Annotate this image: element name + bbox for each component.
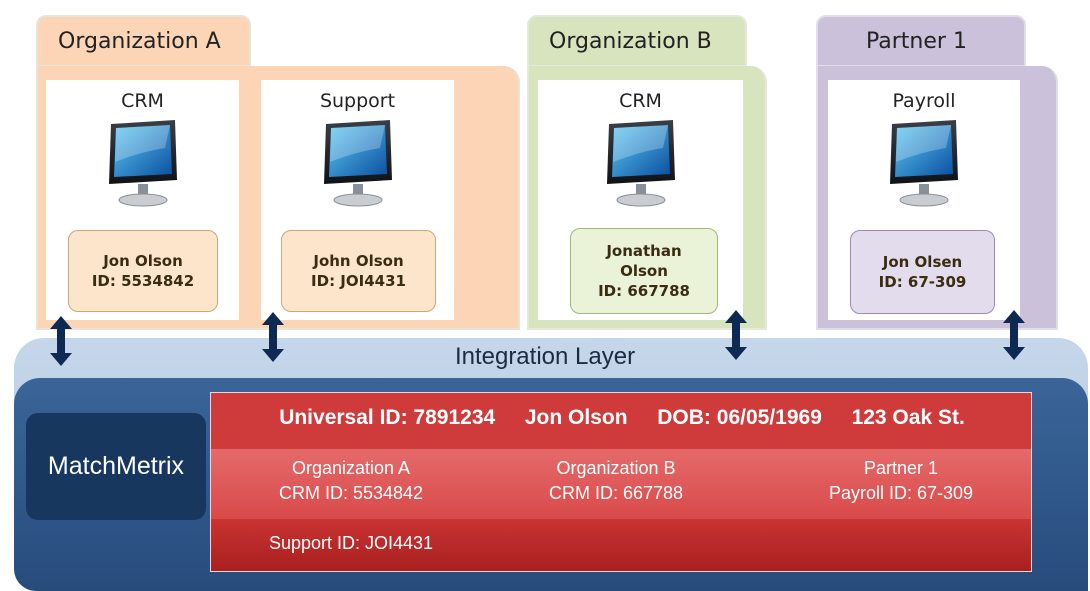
org-a-tab: Organization A [36, 15, 251, 67]
card-line: Jon Olsen [882, 253, 963, 271]
record-address: 123 Oak St. [851, 406, 965, 429]
org-b-crm-system: CRM Jonathan Olson ID: 667788 [538, 80, 743, 320]
source-org-name: Partner 1 [863, 458, 939, 478]
source-partner-1: Partner 1 Payroll ID: 67-309 [786, 456, 1016, 506]
record-card: Jon Olson ID: 5534842 [68, 230, 218, 312]
source-org-name: Organization B [556, 458, 676, 478]
source-org-b: Organization B CRM ID: 667788 [516, 456, 716, 506]
double-arrow-icon [1003, 310, 1025, 360]
org-a-support-system: Support John Olson ID: JOI4431 [261, 80, 454, 320]
card-line: Olson [620, 262, 668, 280]
org-b-crm-title: CRM [619, 90, 662, 112]
source-id: CRM ID: 667788 [548, 483, 684, 503]
card-line: ID: 5534842 [91, 272, 195, 290]
record-extra-row: Support ID: JOI4431 [211, 519, 1031, 571]
card-line: ID: 67-309 [878, 273, 967, 291]
record-name: Jon Olson [524, 406, 628, 429]
record-header: Universal ID: 7891234 Jon Olson DOB: 06/… [211, 393, 1031, 450]
card-line: Jonathan [606, 242, 682, 260]
card-line: John Olson [313, 252, 404, 270]
source-id: CRM ID: 5534842 [278, 483, 424, 503]
universal-id-value: 7891234 [413, 406, 496, 429]
matchmetrix-label: MatchMetrix [47, 452, 185, 480]
universal-id-label: Universal ID: [279, 406, 408, 429]
card-line: ID: JOI4431 [311, 272, 406, 290]
org-b-label: Organization B [549, 28, 712, 54]
org-a-label: Organization A [58, 28, 221, 54]
dob-value: 06/05/1969 [716, 406, 822, 429]
record-card: Jon Olsen ID: 67-309 [850, 230, 995, 314]
partner-1-payroll-title: Payroll [892, 90, 956, 112]
computer-monitor-icon [890, 120, 958, 207]
dob-label: DOB: [657, 406, 711, 429]
card-line: ID: 667788 [598, 282, 690, 300]
source-org-name: Organization A [291, 458, 411, 478]
double-arrow-icon [262, 312, 284, 362]
double-arrow-icon [50, 316, 72, 366]
computer-monitor-icon [606, 120, 675, 207]
computer-monitor-icon [108, 120, 177, 207]
org-a-support-title: Support [319, 90, 396, 112]
partner-1-label: Partner 1 [866, 28, 967, 54]
source-id: Payroll ID: 67-309 [828, 483, 974, 503]
computer-monitor-icon [323, 120, 392, 207]
double-arrow-icon [725, 310, 747, 360]
partner-1-payroll-system: Payroll Jon Olsen ID: 67-309 [828, 80, 1020, 320]
support-id: Support ID: JOI4431 [268, 533, 434, 553]
integration-layer-label: Integration Layer [454, 343, 636, 370]
org-a-crm-system: CRM Jon Olson ID: 5534842 [46, 80, 239, 320]
partner-1-tab: Partner 1 [816, 15, 1026, 67]
org-a-crm-title: CRM [121, 90, 164, 112]
matchmetrix-box: MatchMetrix [26, 413, 206, 520]
record-card: Jonathan Olson ID: 667788 [570, 228, 718, 314]
record-card: John Olson ID: JOI4431 [281, 230, 436, 312]
org-b-tab: Organization B [527, 15, 747, 67]
golden-record: Universal ID: 7891234 Jon Olson DOB: 06/… [210, 392, 1032, 572]
card-line: Jon Olson [103, 252, 183, 270]
record-header-text: Universal ID: 7891234 Jon Olson DOB: 06/… [211, 406, 1031, 430]
source-org-a: Organization A CRM ID: 5534842 [251, 456, 451, 506]
record-sources-row: Organization A CRM ID: 5534842 Organizat… [211, 449, 1031, 519]
